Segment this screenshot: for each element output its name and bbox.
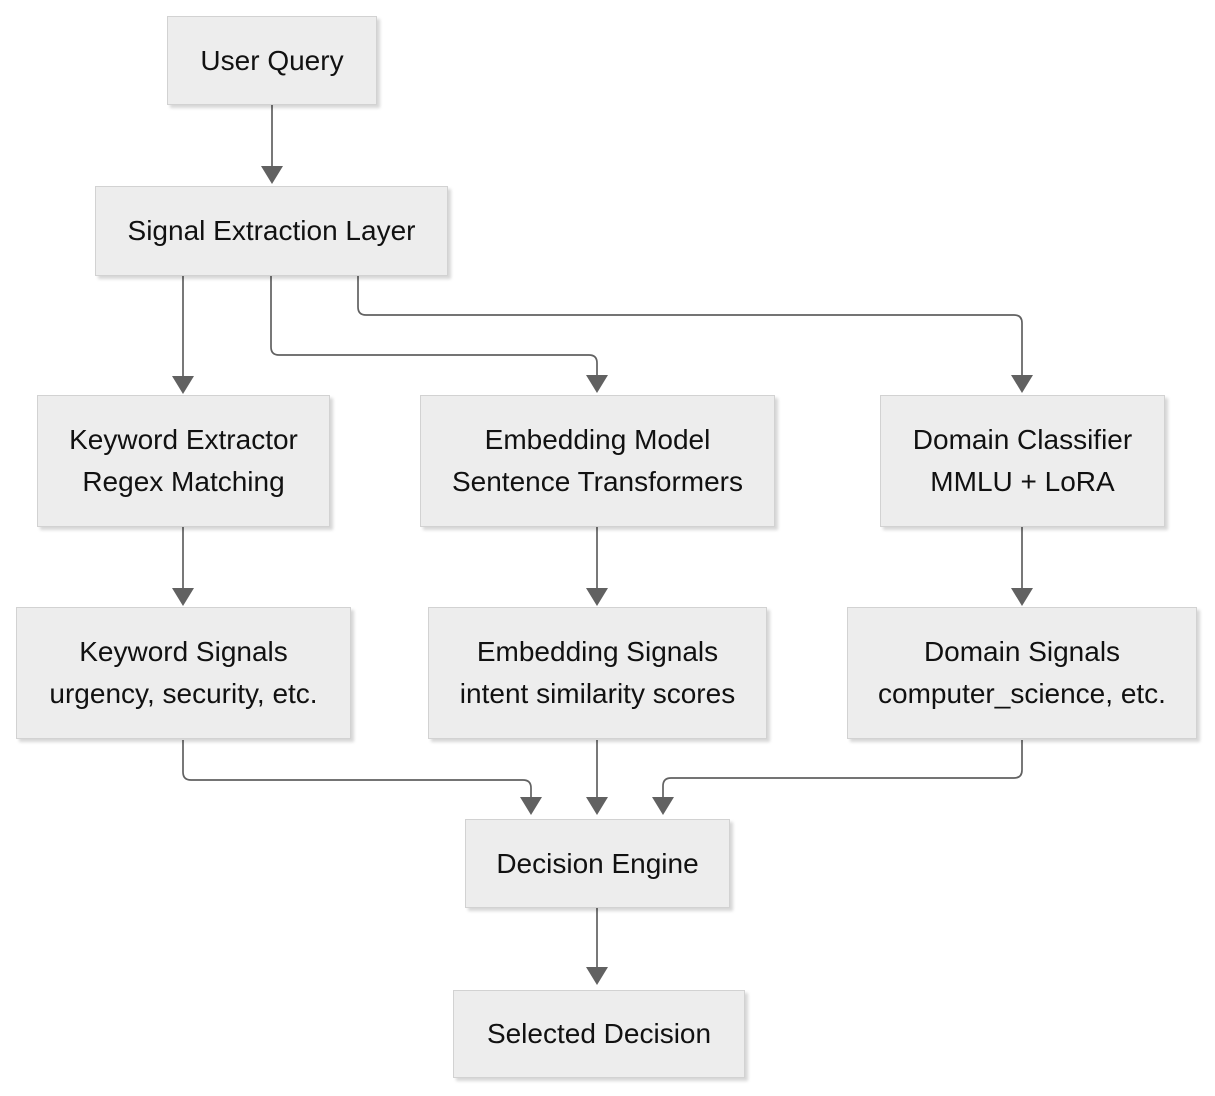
edge-signal-extraction-to-embedding-model [270,276,598,376]
arrowhead [1011,375,1033,393]
arrowhead [172,588,194,606]
arrowhead [261,166,283,184]
edge-keyword-signals-to-decision-engine [182,740,532,798]
node-label: Domain Signals [923,636,1121,667]
node-label: Decision Engine [496,847,699,879]
node-keyword-signals: Keyword Signals urgency, security, etc. [16,607,351,739]
node-decision-engine: Decision Engine [465,819,730,908]
arrowhead [652,797,674,815]
arrowhead [520,797,542,815]
node-sublabel: computer_science, etc. [878,678,1166,709]
arrowhead [586,797,608,815]
node-sublabel: Sentence Transformers [451,466,744,497]
edge-domain-signals-to-decision-engine [662,740,1023,798]
edge-signal-extraction-to-domain-classifier [357,276,1023,376]
arrowhead [1011,588,1033,606]
node-label: Domain Classifier [912,424,1133,455]
node-signal-extraction-layer: Signal Extraction Layer [95,186,448,276]
node-label: Signal Extraction Layer [127,215,416,246]
node-user-query: User Query [167,16,377,105]
node-label: Embedding Signals [476,636,719,667]
node-domain-classifier: Domain Classifier MMLU + LoRA [880,395,1165,527]
node-embedding-signals: Embedding Signals intent similarity scor… [428,607,767,739]
arrowhead [586,588,608,606]
node-label: Selected Decision [486,1018,712,1049]
node-label: Keyword Signals [79,636,288,667]
node-label: User Query [200,44,344,76]
node-keyword-extractor: Keyword Extractor Regex Matching [37,395,330,527]
node-label: Keyword Extractor [69,424,298,455]
arrowhead [586,967,608,985]
node-label: Embedding Model [484,424,711,455]
node-sublabel: intent similarity scores [459,678,736,709]
node-sublabel: Regex Matching [82,466,285,497]
node-embedding-model: Embedding Model Sentence Transformers [420,395,775,527]
arrowhead [586,375,608,393]
node-sublabel: urgency, security, etc. [49,678,318,709]
node-selected-decision: Selected Decision [453,990,745,1078]
node-domain-signals: Domain Signals computer_science, etc. [847,607,1197,739]
arrowhead [172,376,194,394]
node-sublabel: MMLU + LoRA [930,466,1115,497]
